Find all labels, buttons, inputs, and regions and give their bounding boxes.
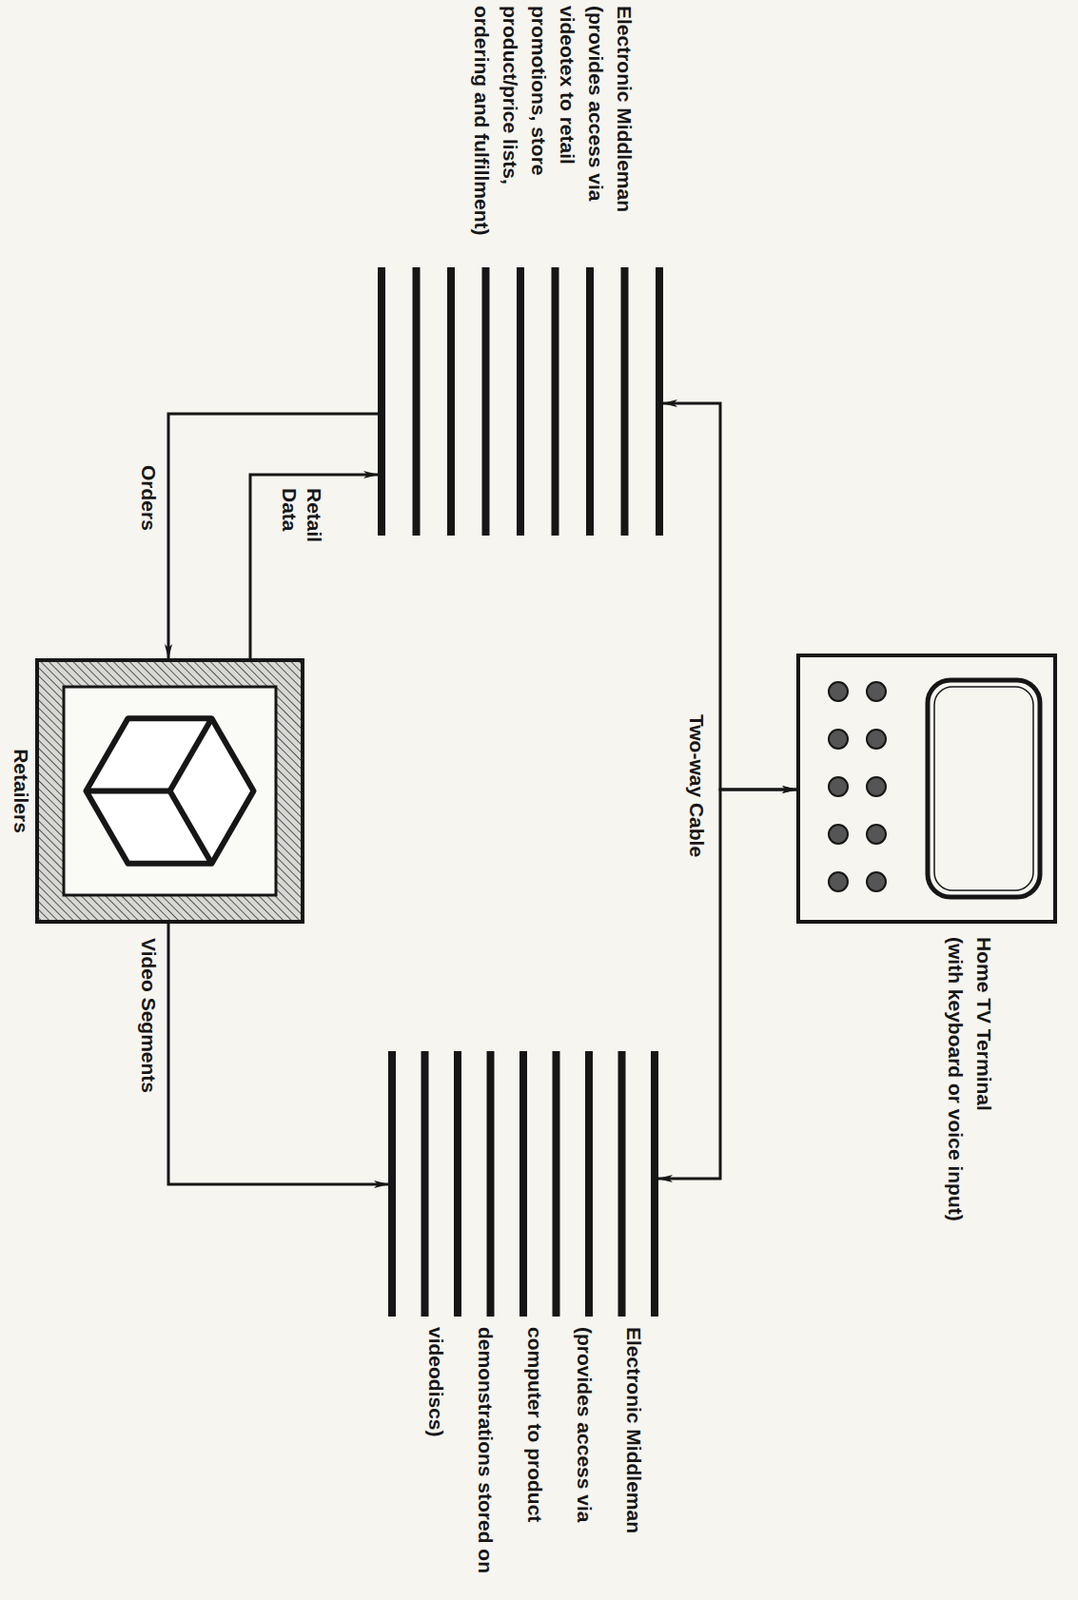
stack-line (487, 1051, 495, 1317)
cube-edge (170, 718, 213, 791)
node-label: Retailers (9, 658, 33, 924)
stack-line (388, 1051, 396, 1317)
keyboard-button (828, 824, 848, 844)
edge-label: Two-way Cable (684, 711, 709, 861)
retailer-drawing (35, 658, 305, 924)
middleman-stack: Electronic Middleman (provides access vi… (377, 5, 664, 536)
node-text: Electronic Middleman (provides access vi… (411, 1327, 659, 1594)
stack-line (516, 267, 525, 536)
edge-label: Orders (136, 462, 161, 534)
stack-line (585, 1051, 593, 1317)
cube-edge (86, 788, 171, 795)
connector (663, 403, 797, 790)
stack-line (519, 1051, 528, 1317)
stack-line (586, 267, 594, 536)
keyboard-button (828, 729, 848, 749)
keyboard-button (828, 872, 848, 892)
stack-line (618, 1051, 627, 1317)
connector (168, 413, 378, 659)
tv-screen (927, 680, 1040, 898)
edge-label: Retail Data (276, 485, 327, 546)
keyboard-button (866, 682, 886, 702)
cube-outline (86, 718, 255, 863)
keyboard-button (866, 872, 886, 892)
keyboard-button (866, 777, 886, 797)
inner-panel (63, 686, 276, 896)
stack-line (412, 267, 421, 536)
stack-line (453, 1051, 462, 1317)
tv-screen (934, 686, 1034, 891)
stack-line (650, 1051, 659, 1317)
node-text: Electronic Middleman (provides access vi… (467, 5, 639, 255)
connector (168, 923, 389, 1185)
tv-terminal: Home TV Terminal(with keyboard or voice … (796, 653, 1058, 924)
middleman-stack: Electronic Middleman (provides access vi… (388, 1051, 659, 1596)
edge-label: Video Segments (136, 935, 161, 1097)
node-label: Home TV Terminal (969, 937, 999, 1222)
keyboard-button (828, 682, 848, 702)
stack-line (447, 267, 455, 536)
tv-drawing (800, 657, 1054, 921)
node-label: (with keyboard or voice input) (940, 937, 970, 1222)
connector (250, 474, 378, 659)
stack-line (482, 267, 490, 536)
stack-line (655, 267, 664, 536)
stack-line (552, 1051, 561, 1317)
cube-edge (170, 791, 213, 864)
connector (658, 789, 797, 1179)
stack-lines (388, 1051, 659, 1596)
keyboard-button (866, 824, 886, 844)
stack-line (377, 267, 386, 536)
retailer-box: Retailers (35, 658, 305, 924)
hatched-frame (37, 660, 303, 922)
stack-line (421, 1051, 430, 1317)
terminal-label: Home TV Terminal(with keyboard or voice … (940, 937, 999, 1222)
stack-line (551, 267, 560, 536)
keyboard-button (828, 777, 848, 797)
keyboard-button (866, 729, 886, 749)
stack-line (621, 267, 629, 536)
